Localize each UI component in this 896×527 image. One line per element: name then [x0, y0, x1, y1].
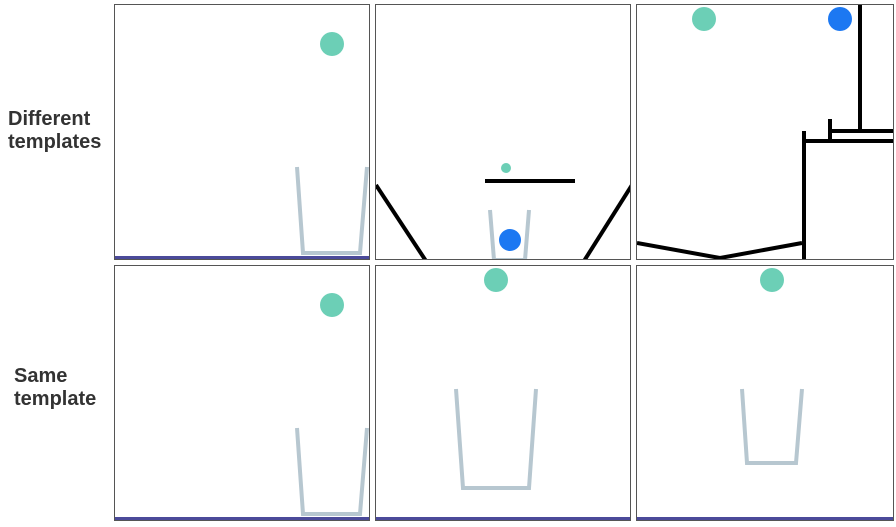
ground-bar: [115, 517, 369, 520]
green-ball: [320, 32, 344, 56]
ground-bar: [376, 517, 630, 520]
scene-panel-different-1: [114, 4, 370, 260]
scene-panel-different-2: [375, 4, 631, 260]
green-ball: [760, 268, 784, 292]
cup: [295, 166, 369, 255]
green-ball: [692, 7, 716, 31]
ground-bar: [115, 256, 369, 259]
scene-canvas: [637, 5, 893, 259]
cup: [488, 209, 531, 259]
scene-panel-different-3: [636, 4, 894, 260]
scene-canvas: [376, 163, 630, 259]
blue-ball: [499, 229, 521, 251]
scene-canvas: [115, 293, 369, 520]
green-ball: [320, 293, 344, 317]
row-label-same-template: Same template: [14, 365, 97, 410]
scene-canvas: [637, 268, 893, 520]
scene-canvas: [376, 268, 630, 520]
cup: [740, 388, 804, 465]
scene-canvas: [115, 32, 369, 259]
ground-bar: [637, 517, 893, 520]
right-ramp: [582, 184, 630, 259]
cup: [454, 388, 538, 490]
scene-panel-same-1: [114, 265, 370, 521]
scene-panel-same-3: [636, 265, 894, 521]
blue-ball: [828, 7, 852, 31]
row-label-different-templates: Different templates: [8, 108, 102, 153]
green-ball: [501, 163, 511, 173]
green-ball: [484, 268, 508, 292]
cup: [295, 427, 369, 516]
v-floor: [637, 241, 803, 259]
left-ramp: [376, 183, 428, 259]
scene-panel-same-2: [375, 265, 631, 521]
